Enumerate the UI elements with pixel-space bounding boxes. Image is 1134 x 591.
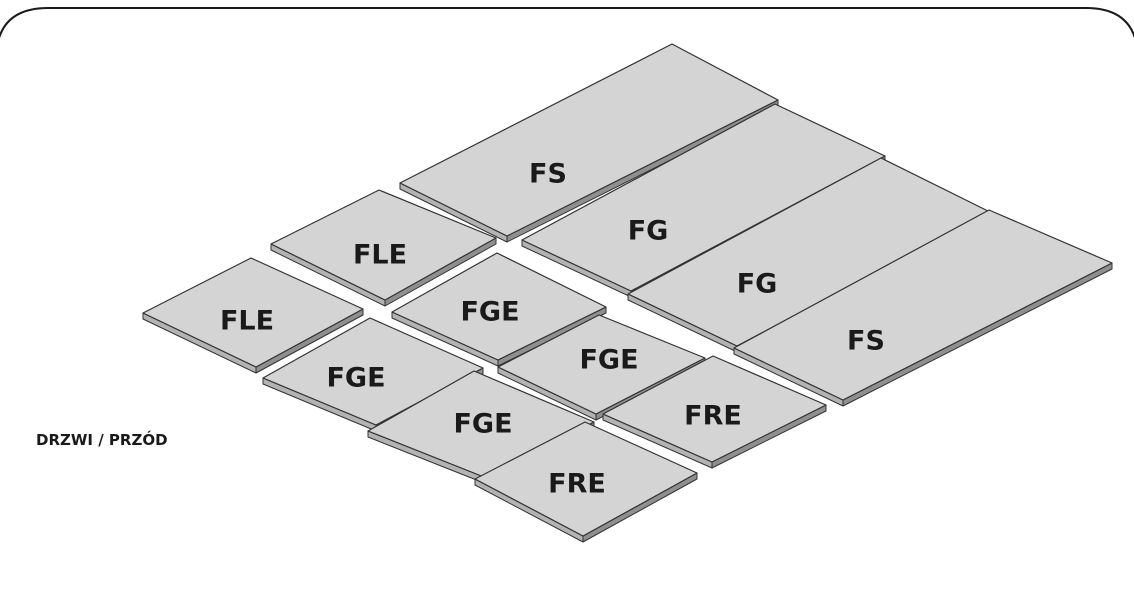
panel-fle: FLE bbox=[142, 257, 364, 374]
panel-label: FRE bbox=[684, 401, 742, 432]
panel-fle: FLE bbox=[270, 189, 497, 307]
panel-fs: FS bbox=[733, 209, 1113, 407]
panel-top-face bbox=[497, 314, 706, 415]
panel-label: FRE bbox=[548, 469, 606, 500]
panel-top-face bbox=[602, 355, 827, 463]
panel-top-face bbox=[733, 209, 1113, 401]
panel-label: FG bbox=[737, 269, 778, 300]
panel-label: FGE bbox=[460, 297, 519, 328]
panel-top-face bbox=[142, 257, 364, 368]
panel-fs: FS bbox=[399, 43, 779, 243]
panel-label: FLE bbox=[353, 240, 407, 271]
panel-label: FS bbox=[529, 159, 567, 190]
panel-label: FG bbox=[628, 216, 669, 247]
panel-fre: FRE bbox=[474, 421, 698, 543]
panel-top-face bbox=[399, 43, 779, 237]
panel-top-face bbox=[270, 189, 497, 301]
panel-top-face bbox=[262, 317, 484, 426]
panel-label: FS bbox=[847, 326, 885, 357]
panel-top-face bbox=[367, 370, 595, 478]
panel-label: FGE bbox=[453, 409, 512, 440]
panel-group: FS FG FG FS FLE FLE FGE FGE FGE FGE FRE FRE bbox=[142, 43, 1113, 543]
panel-fge: FGE bbox=[391, 252, 607, 367]
panel-top-face bbox=[521, 103, 886, 292]
panel-top-face bbox=[474, 421, 698, 537]
panel-top-face bbox=[391, 252, 607, 361]
panel-label: FGE bbox=[579, 345, 638, 376]
panel-label: FLE bbox=[220, 306, 274, 337]
orientation-caption: DRZWI / PRZÓD bbox=[36, 430, 168, 449]
panel-fre: FRE bbox=[602, 355, 827, 469]
panel-label: FGE bbox=[326, 363, 385, 394]
